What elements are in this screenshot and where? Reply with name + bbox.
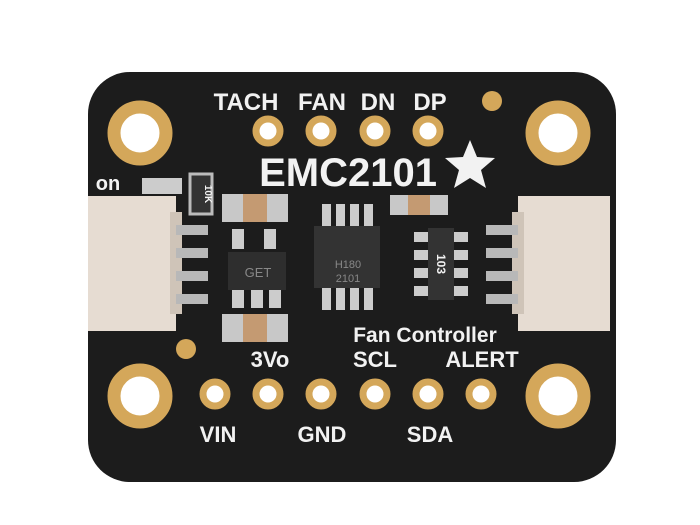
led bbox=[142, 178, 182, 194]
left-connector bbox=[88, 196, 208, 331]
voltage-regulator: GET bbox=[228, 229, 286, 308]
bottom-pin-pads bbox=[199, 378, 497, 410]
pin-label-sda: SDA bbox=[407, 422, 454, 447]
pin-label-gnd: GND bbox=[298, 422, 347, 447]
board-subtitle: Fan Controller bbox=[353, 324, 497, 347]
top-pin-pads bbox=[252, 115, 444, 147]
mounting-holes bbox=[107, 100, 591, 429]
pin-label-tach: TACH bbox=[214, 89, 279, 116]
resistor bbox=[188, 172, 214, 216]
right-connector bbox=[486, 196, 610, 331]
regulator-marking: GET bbox=[245, 265, 272, 280]
chip-marking-line2: H180 bbox=[335, 259, 361, 271]
led-label: on bbox=[96, 173, 120, 195]
pin-label-fan: FAN bbox=[298, 89, 346, 116]
capacitors bbox=[222, 194, 448, 342]
resistor-array: 103 bbox=[414, 228, 468, 300]
pin-label-scl: SCL bbox=[353, 347, 397, 372]
board-title: EMC2101 bbox=[259, 151, 437, 195]
resistor-array-marking: 103 bbox=[434, 254, 448, 274]
resistor-marking: 10K bbox=[202, 185, 213, 204]
pin-label-dn: DN bbox=[361, 89, 396, 116]
emc2101-chip: H180 2101 bbox=[314, 204, 380, 310]
test-pad bbox=[176, 339, 196, 359]
pin-label-alert: ALERT bbox=[445, 347, 519, 372]
pin-label-3vo: 3Vo bbox=[251, 347, 290, 372]
chip-marking-line1: 2101 bbox=[336, 273, 360, 285]
test-pad bbox=[482, 91, 502, 111]
pin-label-dp: DP bbox=[413, 89, 446, 116]
pin-label-vin: VIN bbox=[200, 422, 237, 447]
star-logo-icon bbox=[445, 140, 495, 188]
